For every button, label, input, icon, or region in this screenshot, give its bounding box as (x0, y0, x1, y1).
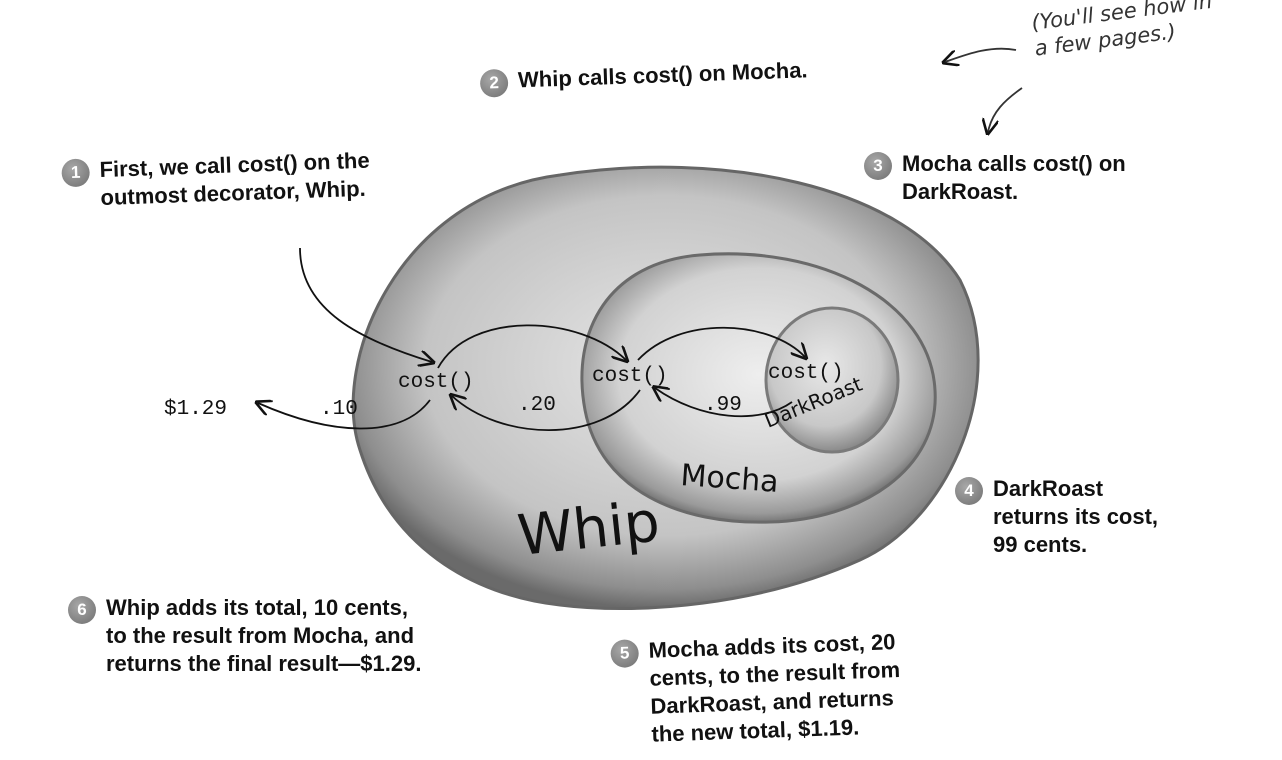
call-arrow-1 (299, 247, 432, 362)
note-arrow-left (945, 47, 1017, 62)
step-number-badge: 6 (68, 596, 96, 624)
darkroast-cost-method: cost() (768, 362, 844, 385)
step-text: First, we call cost() on the outmost dec… (99, 147, 370, 211)
step-4: 4 DarkRoast returns its cost, 99 cents. (955, 475, 1158, 559)
call-arrow-3 (637, 326, 805, 360)
step-text: Mocha adds its cost, 20 cents, to the re… (648, 629, 901, 747)
return-arrow-2 (452, 389, 641, 432)
step-5: 5 Mocha adds its cost, 20 cents, to the … (610, 628, 902, 750)
step-text: DarkRoast returns its cost, 99 cents. (993, 476, 1159, 557)
return-arrow-3 (258, 399, 431, 430)
darkroast-return-value: .99 (704, 394, 742, 417)
mocha-label: Mocha (679, 458, 779, 500)
step-1: 1 First, we call cost() on the outmost d… (61, 147, 371, 214)
mocha-cost-method: cost() (592, 365, 668, 388)
step-number-badge: 4 (955, 477, 983, 505)
final-result: $1.29 (164, 398, 227, 421)
whip-label: Whip (515, 489, 663, 568)
whip-return-value: .10 (320, 398, 358, 421)
step-text: Whip adds its total, 10 cents, to the re… (106, 595, 422, 676)
step-number-badge: 3 (864, 152, 892, 180)
whip-cost-method: cost() (398, 371, 474, 394)
mocha-return-value: .20 (518, 394, 556, 417)
step-3: 3 Mocha calls cost() on DarkRoast. (864, 150, 1126, 206)
step-6: 6 Whip adds its total, 10 cents, to the … (68, 594, 421, 678)
step-number-badge: 5 (610, 639, 640, 669)
step-number-badge: 2 (479, 68, 509, 98)
step-text: Mocha calls cost() on DarkRoast. (902, 151, 1126, 204)
call-arrow-2 (437, 324, 626, 369)
step-number-badge: 1 (61, 158, 91, 188)
note-arrow-down (988, 87, 1023, 132)
return-arrow-1 (655, 388, 793, 418)
